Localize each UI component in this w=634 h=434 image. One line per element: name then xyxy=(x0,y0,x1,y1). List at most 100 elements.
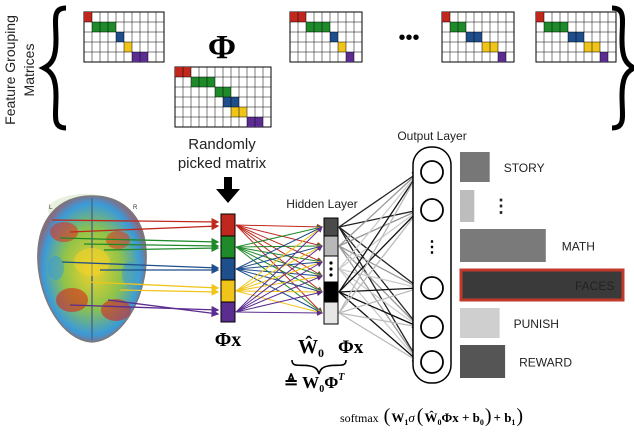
brain-right-label: R xyxy=(133,205,138,211)
matrix-cell xyxy=(84,12,92,22)
hidden-output-edge xyxy=(338,226,420,329)
output-nodes xyxy=(420,160,444,374)
matrix-cell xyxy=(92,22,116,32)
triangleq-main: ≜ W xyxy=(284,373,319,392)
formula-phix-b0: Φx + b xyxy=(441,410,479,425)
w0-hat-sub: 0 xyxy=(318,346,324,360)
formula-b1-sub: 1 xyxy=(511,418,515,427)
hidden-output-edge xyxy=(338,286,421,314)
picked-label-line2: picked matrix xyxy=(178,155,267,172)
phix-hidden-edge xyxy=(235,259,323,270)
matrix-cell xyxy=(124,42,132,52)
bar-label-2: ⋮ xyxy=(492,196,510,216)
hidden-output-edge xyxy=(338,284,421,293)
hidden-output-edge xyxy=(338,209,420,293)
formula-b0-sub: 0 xyxy=(480,418,484,427)
triangleq-tail: Φ xyxy=(324,373,338,392)
phix-label: Φx xyxy=(215,329,242,351)
phix-hidden-edge xyxy=(235,268,323,279)
matrix-cell xyxy=(600,52,608,62)
matrix-cell xyxy=(536,12,544,22)
matrix-3 xyxy=(441,11,515,63)
output-node xyxy=(420,160,444,184)
formula-w0-sub: 0 xyxy=(437,418,441,427)
hidden-output-edge xyxy=(338,312,421,330)
phix-hidden-edge xyxy=(235,224,323,277)
hidden-output-edge xyxy=(338,170,420,314)
bar-4 xyxy=(459,268,625,302)
formula-inner-open: ( xyxy=(417,405,424,427)
bar-label-5: PUNISH xyxy=(514,317,559,331)
hidden-output-edge xyxy=(338,208,420,314)
formula-w1-sub: 1 xyxy=(404,418,408,427)
phix-hidden-edge xyxy=(235,224,323,263)
ellipsis: ••• xyxy=(398,27,419,49)
formula-sigma: σ xyxy=(408,410,415,425)
side-title-line2: Matrices xyxy=(21,44,37,97)
hidden-output-edge xyxy=(338,226,421,289)
bar-label-1: STORY xyxy=(504,161,545,175)
phix-hidden-edge xyxy=(235,290,323,313)
hidden-layer-label: Hidden Layer xyxy=(286,197,357,211)
bar-label-4: FACES xyxy=(575,279,614,293)
formula-w0: Ŵ xyxy=(424,410,437,425)
phix-hidden-edge xyxy=(235,244,323,270)
formula-plus-b1: + b xyxy=(494,410,512,425)
phix-hidden-edge xyxy=(235,245,323,292)
phix-hidden-edge xyxy=(235,246,323,265)
hidden-output-edge xyxy=(338,245,421,289)
matrix-group xyxy=(83,11,617,128)
phix-hidden-edge xyxy=(235,261,323,313)
matrix-cell xyxy=(346,52,354,62)
bar-3 xyxy=(460,229,546,262)
phix-hidden-edge xyxy=(235,226,323,313)
left-brace xyxy=(38,5,67,131)
hidden-output-edge xyxy=(338,209,421,247)
hidden-output-edge xyxy=(338,207,421,228)
brain-to-phix-arrows xyxy=(51,218,220,318)
matrix-cell xyxy=(338,42,346,52)
matrix-cell xyxy=(116,32,124,42)
phix-hidden-edge xyxy=(235,273,323,292)
phix-hidden-edge xyxy=(235,245,323,313)
matrix-cell xyxy=(498,52,506,62)
hidden-vector xyxy=(323,217,339,325)
down-arrow-icon xyxy=(216,177,240,203)
formula-w1: W xyxy=(391,410,404,425)
hidden-output-edge xyxy=(338,291,421,328)
matrix-cell xyxy=(442,12,450,22)
phix-hidden-edge xyxy=(235,268,323,294)
output-dots: ⋮ xyxy=(424,239,440,256)
side-title-line1: Feature Grouping xyxy=(2,15,18,125)
phix-hidden-edge xyxy=(235,226,323,292)
bar-label-3: MATH xyxy=(562,240,595,254)
phi-symbol: Φ xyxy=(208,29,236,66)
phix-hidden-edge xyxy=(235,226,323,270)
hidden-output-edge xyxy=(338,312,421,363)
phix-hidden-edge xyxy=(235,243,323,250)
phix-vector xyxy=(220,213,236,323)
formula-inner-close: ) xyxy=(485,405,492,427)
hidden-output-edge xyxy=(338,170,420,293)
phix-hidden-edge xyxy=(235,225,323,248)
w0-hat-main: Ŵ xyxy=(298,334,318,358)
output-node xyxy=(420,198,444,222)
hidden-to-output-arrows xyxy=(338,170,421,364)
brain-image: L R xyxy=(37,194,147,343)
phix-to-hidden-arrows xyxy=(235,223,323,316)
output-node xyxy=(420,276,444,300)
phix-hidden-edge xyxy=(235,260,323,292)
phix-hidden-edge xyxy=(235,275,323,313)
matrix-cell xyxy=(191,77,215,87)
output-node xyxy=(420,315,444,339)
hidden-output-edge xyxy=(338,268,420,363)
underbrace xyxy=(291,359,347,375)
triangleq-sup: T xyxy=(338,372,345,383)
phix-hidden-edge xyxy=(235,223,323,230)
bar-2 xyxy=(460,190,475,222)
output-layer-label: Output Layer xyxy=(397,129,466,143)
triangleq-sub: 0 xyxy=(319,384,324,395)
